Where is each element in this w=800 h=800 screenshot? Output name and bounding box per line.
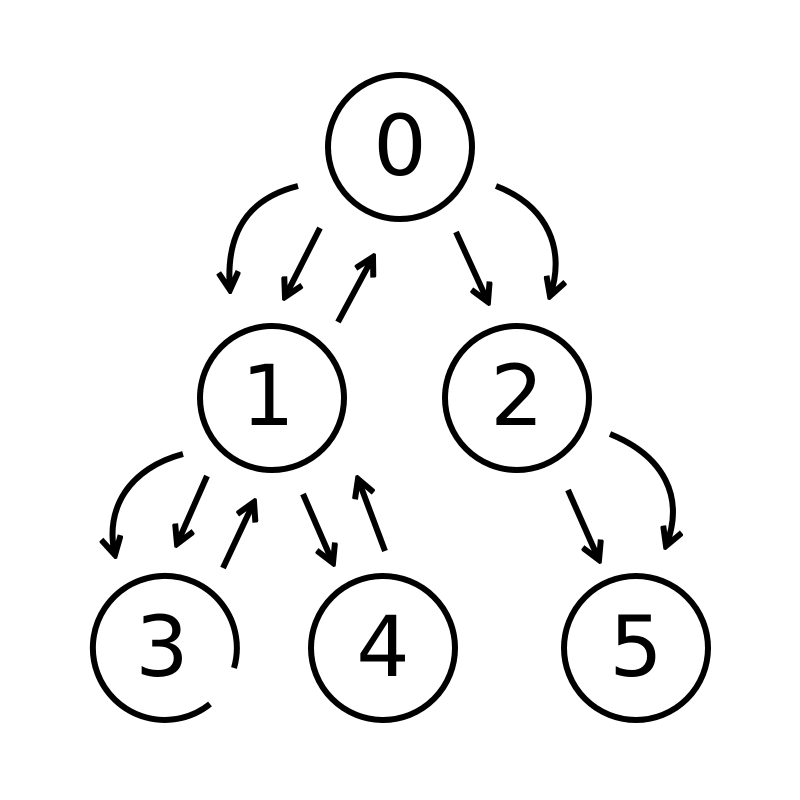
node-2-circle [442, 323, 592, 473]
edge-4-to-1-straight [358, 479, 388, 553]
edge-1-to-3-straight [177, 474, 210, 544]
node-3: 3 [89, 572, 240, 723]
edge-2-to-5-straight [565, 488, 599, 560]
node-4-circle [308, 573, 458, 723]
edge-1-to-4-straight [300, 492, 333, 563]
node-0-label: 0 [373, 97, 426, 195]
edge-2-to-5-curved [608, 431, 673, 546]
edge-0-to-1-straight [285, 226, 323, 297]
edge-0-to-2-straight [453, 230, 488, 302]
edge-1-to-0-straight [335, 257, 373, 324]
node-3-label: 3 [135, 598, 188, 696]
node-1-label: 1 [241, 347, 294, 445]
node-1-circle [197, 323, 347, 473]
edge-1-to-3-curved [113, 451, 184, 555]
node-2: 2 [442, 323, 592, 473]
edge-0-to-2-curved [494, 183, 556, 296]
node-5-label: 5 [609, 598, 662, 696]
node-0: 0 [325, 72, 475, 222]
edge-0-to-1-curved [229, 183, 299, 290]
node-4-label: 4 [356, 598, 409, 696]
edges [113, 183, 673, 570]
node-5-circle [561, 573, 711, 723]
node-1: 1 [197, 323, 347, 473]
node-4: 4 [308, 573, 458, 723]
node-0-circle [325, 72, 475, 222]
node-3-circle [89, 572, 240, 723]
node-5: 5 [561, 573, 711, 723]
node-2-label: 2 [490, 347, 543, 445]
edge-3-to-1-straight [220, 502, 254, 570]
